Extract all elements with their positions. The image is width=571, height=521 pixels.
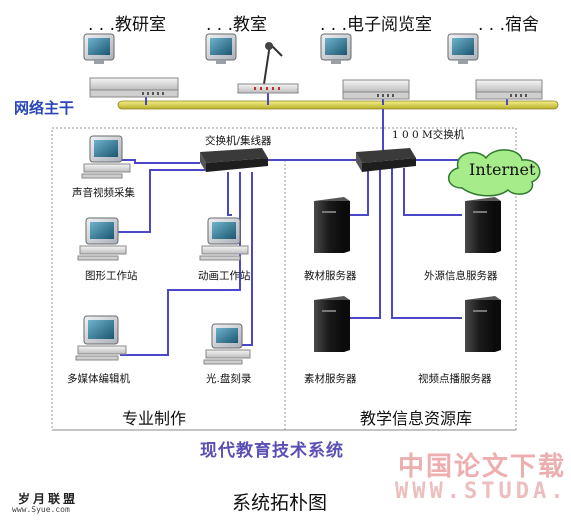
system-label: 现代教育技术系统 <box>200 441 344 461</box>
server-label-external: 外源信息服务器 <box>424 270 498 282</box>
region-right-label: 教学信息资源库 <box>360 409 473 428</box>
top-node-name: 电子阅览室 <box>347 15 433 35</box>
region-left-label: 专业制作 <box>122 409 187 428</box>
watermark-url: WWW.STUDA. <box>395 479 568 504</box>
switch-100m-label: 1 0 0 M交换机 <box>392 129 465 141</box>
top-node-sushe: . . .宿舍 <box>478 10 539 35</box>
workstation-label-multimedia: 多媒体编辑机 <box>67 373 130 385</box>
backbone-bar <box>117 100 559 110</box>
server-label-material: 素材服务器 <box>304 373 357 385</box>
top-node-dots: . . . <box>88 15 116 35</box>
server-icons <box>314 197 501 352</box>
network-links <box>115 159 462 356</box>
workstation-icons <box>75 135 251 365</box>
backbone-label: 网络主干 <box>14 99 75 117</box>
server-label-textbook: 教材服务器 <box>304 270 357 282</box>
diagram-caption: 系统拓朴图 <box>232 492 328 514</box>
hub-switch-device <box>200 148 268 172</box>
top-node-name: 教室 <box>233 15 268 35</box>
top-node-dots: . . . <box>206 15 234 35</box>
top-node-dots: . . . <box>320 15 348 35</box>
top-computers <box>83 33 543 100</box>
workstation-label-audio-video: 声音视频采集 <box>72 187 135 199</box>
logo-cn: 岁月联盟 <box>18 492 79 506</box>
watermark-cn: 中国论文下载 <box>398 452 567 482</box>
workstation-label-animation: 动画工作站 <box>198 270 251 282</box>
top-node-name: 教研室 <box>115 15 167 35</box>
internet-cloud <box>448 149 541 197</box>
top-node-jiaoshi: . . .教室 <box>206 10 267 35</box>
workstation-label-cd-burn: 光.盘刻录 <box>206 373 252 385</box>
top-node-name: 宿舍 <box>505 15 540 35</box>
top-node-jiaoyanshi: . . .教研室 <box>88 10 166 35</box>
top-node-dots: . . . <box>478 15 506 35</box>
workstation-label-graphics: 图形工作站 <box>85 270 138 282</box>
server-label-vod: 视频点播服务器 <box>418 373 492 385</box>
logo-url: www.Syue.com <box>12 505 70 514</box>
hub-switch-label: 交换机/集线器 <box>205 135 272 147</box>
switch-100m-device <box>356 148 416 172</box>
internet-label: Internet <box>469 160 536 179</box>
top-node-dianziyuelanshi: . . .电子阅览室 <box>320 10 432 35</box>
